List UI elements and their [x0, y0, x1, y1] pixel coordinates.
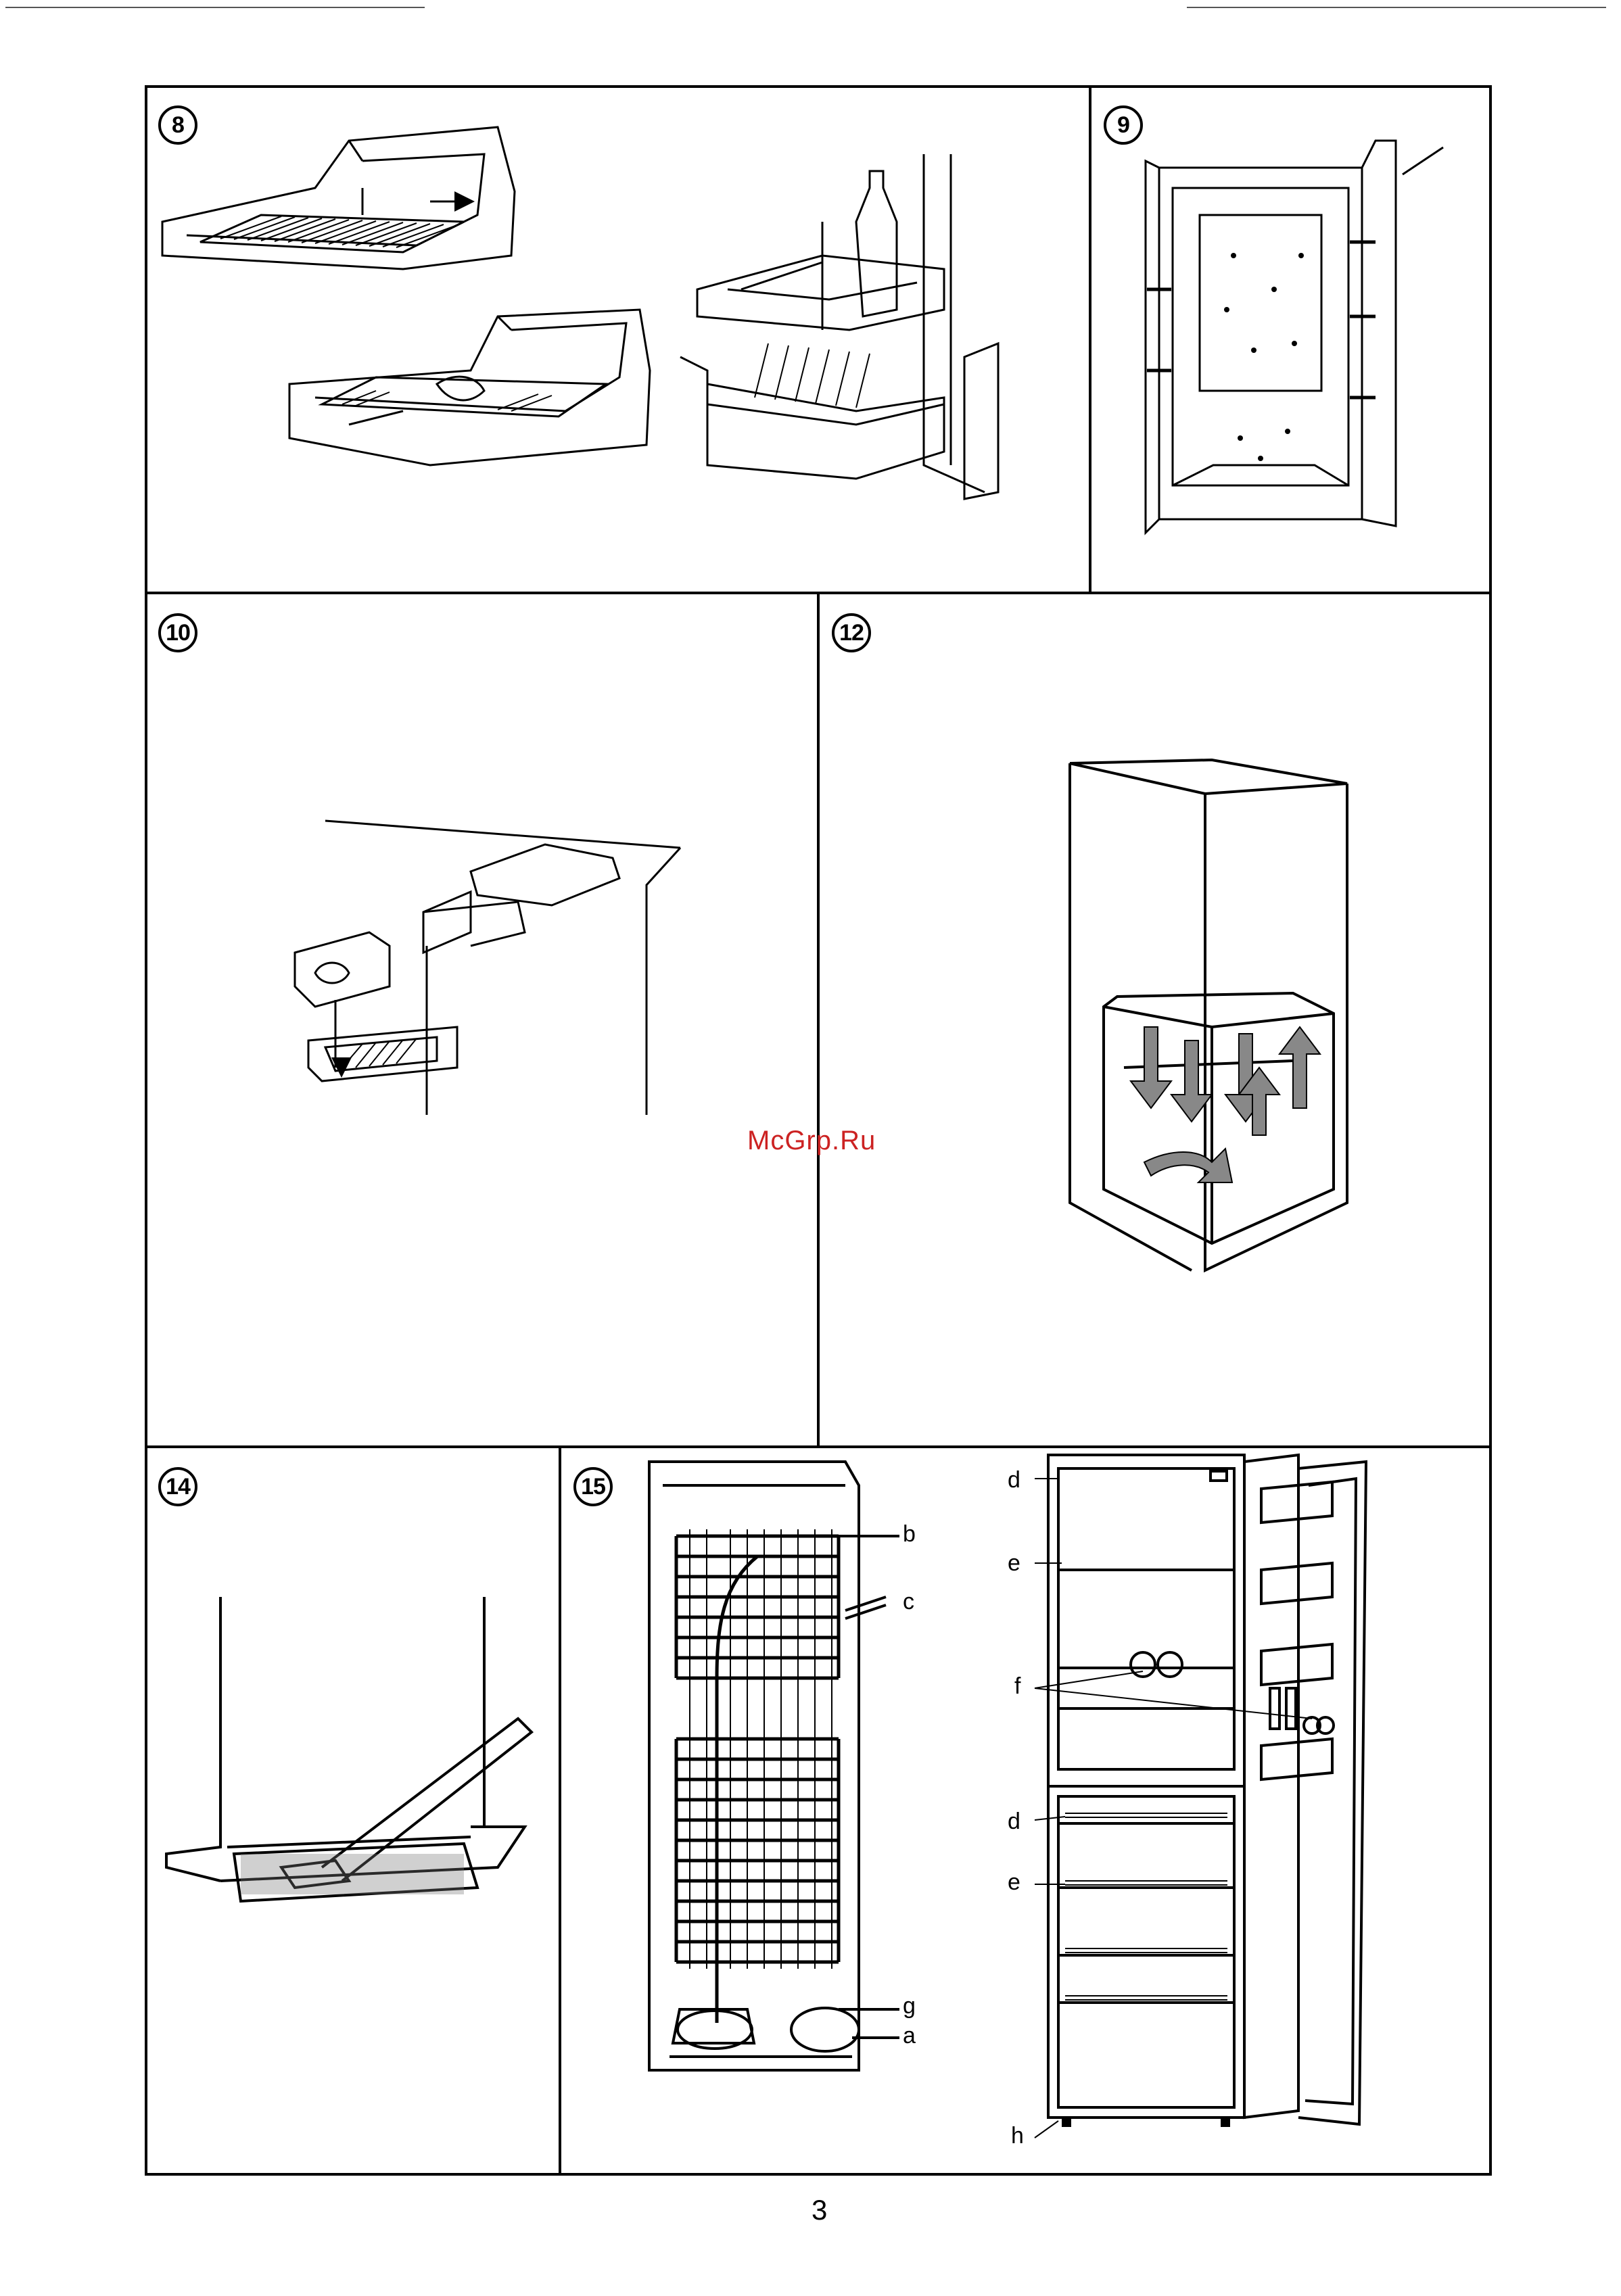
page-number: 3 [812, 2194, 827, 2226]
watermark-text: McGrp.Ru [747, 1126, 876, 1156]
light-cover-removal-illustration [146, 594, 818, 1447]
front-label-e-bottom: e [1008, 1871, 1020, 1894]
front-label-f: f [1014, 1675, 1020, 1698]
drain-cleaning-illustration [146, 1448, 560, 2174]
front-label-e-top: e [1008, 1552, 1020, 1575]
front-label-d-top: d [1008, 1468, 1020, 1491]
figure-12-panel: 12 [820, 594, 1490, 1447]
front-label-h: h [1011, 2124, 1024, 2147]
figure-14-panel: 14 [146, 1448, 560, 2174]
figure-15-panel: 15 [561, 1448, 1490, 2174]
air-circulation-illustration [820, 594, 1490, 1447]
shelf-removal-illustration [146, 87, 1090, 593]
front-label-d-bottom: d [1008, 1810, 1020, 1833]
figure-9-panel: 9 [1091, 87, 1490, 593]
defrost-interior-illustration [1091, 87, 1490, 593]
fridge-front-view [561, 1448, 1490, 2174]
figure-10-panel: 10 [146, 594, 818, 1447]
figure-8-panel: 8 [146, 87, 1090, 593]
